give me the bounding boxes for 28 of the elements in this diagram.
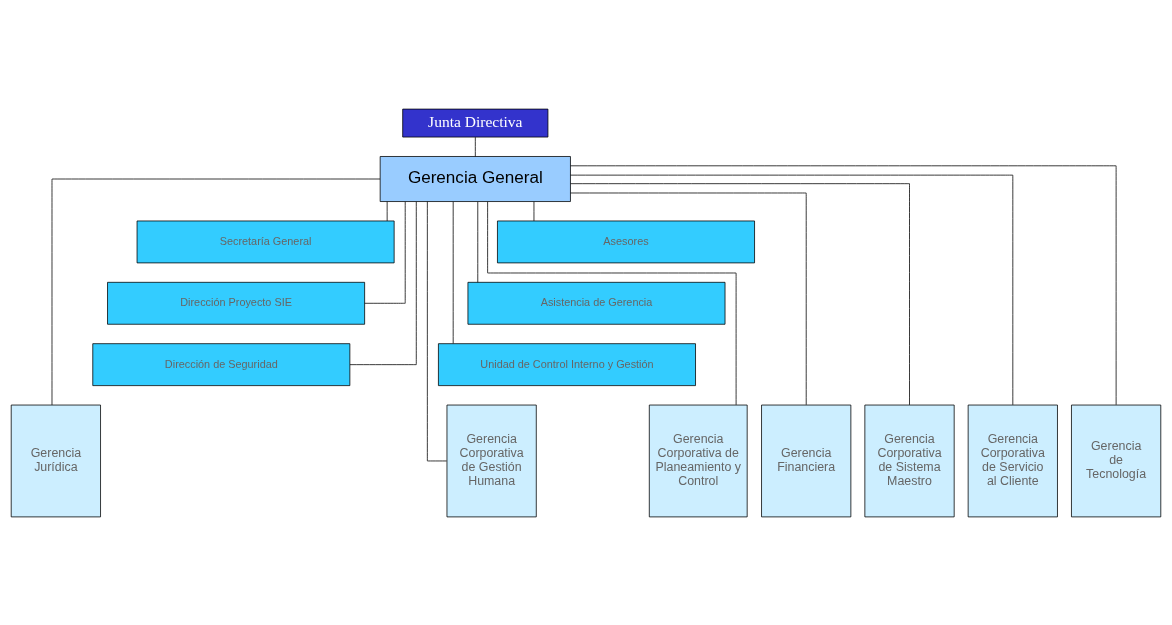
node-box: Unidad de Control Interno y Gestión [438,342,696,386]
connector [570,164,1117,405]
connector [570,192,807,405]
connector [426,200,448,461]
node-box: Secretaría General [136,220,395,263]
node-box: Gerencia de Tecnología [1071,404,1162,517]
node-box: Dirección Proyecto SIE [107,281,365,325]
connector [452,200,454,344]
node-box: Dirección de Seguridad [92,342,351,386]
connector [570,182,910,405]
node-box: Gerencia Financiera [761,404,852,517]
connector [386,200,388,221]
node-box: Gerencia Jurídica [10,404,101,517]
connector [349,200,417,365]
node-box: Gerencia Corporativa de Planeamiento y Control [648,404,748,517]
node-box: Asistencia de Gerencia [467,281,726,325]
connector [533,200,535,221]
connector [477,200,479,283]
node-box: Gerencia Corporativa de Gestión Humana [446,404,537,517]
connector [364,200,406,304]
connector [474,136,476,157]
node-box: Gerencia Corporativa de Servicio al Cliente [967,404,1058,517]
node-box: Gerencia General [379,155,571,202]
node-box: Gerencia Corporativa de Sistema Maestro [864,404,955,517]
connector [487,200,737,405]
connector [570,174,1014,405]
node-box: Junta Directiva [402,108,549,137]
node-box: Asesores [497,220,755,263]
